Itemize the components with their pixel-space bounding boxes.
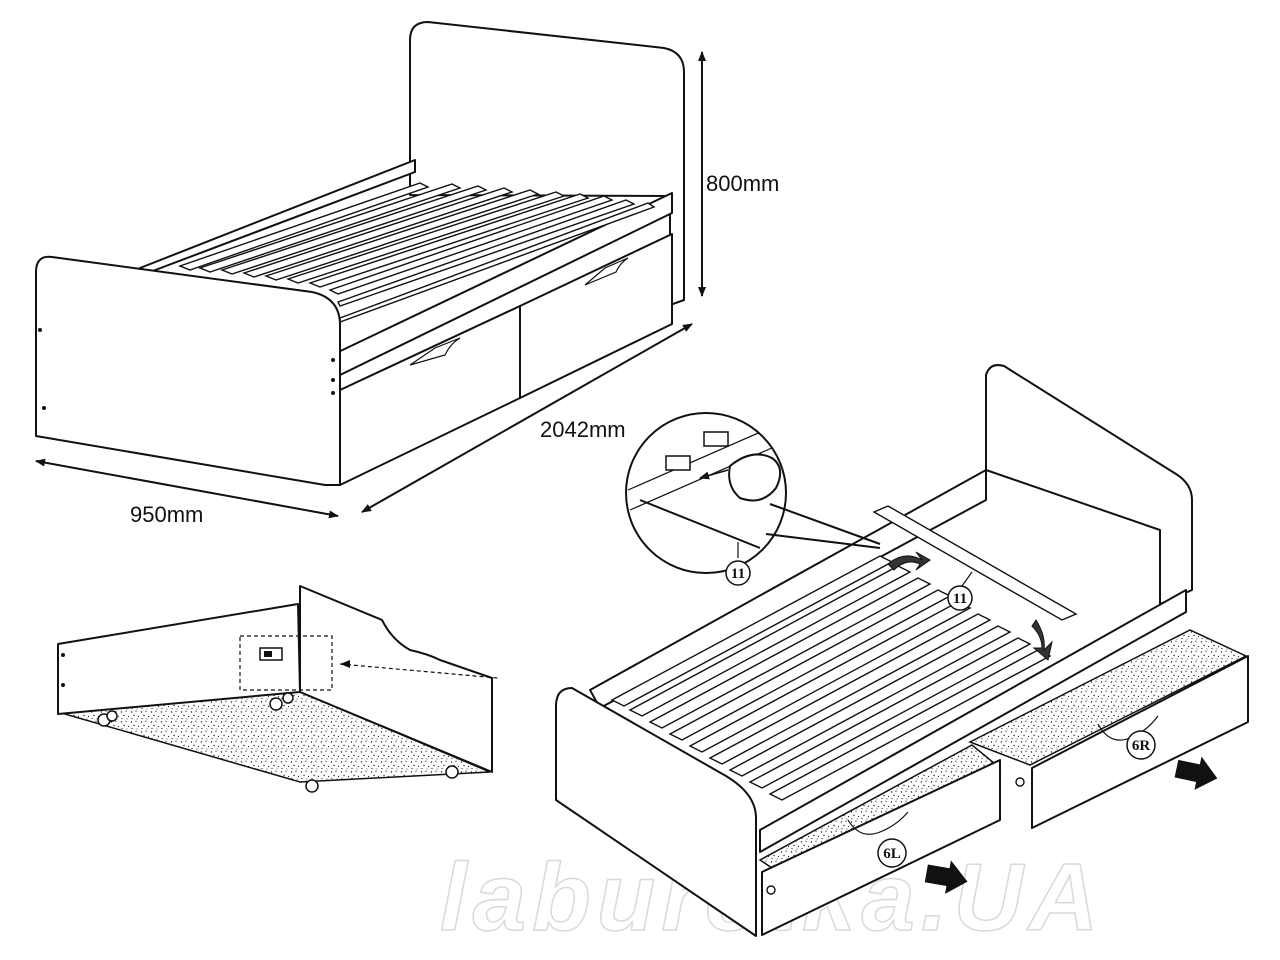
drawer-detail-drawing <box>57 585 499 793</box>
dimension-height: 800mm <box>698 51 779 297</box>
caster-wheel <box>97 692 459 793</box>
slat-group <box>177 182 656 324</box>
svg-text:11: 11 <box>953 591 967 607</box>
height-label: 800mm <box>706 171 779 196</box>
part-label-6R: 6R <box>1126 730 1156 760</box>
svg-text:11: 11 <box>731 566 745 582</box>
width-label: 950mm <box>130 502 203 527</box>
svg-text:6L: 6L <box>883 846 901 862</box>
detail-loupe <box>625 412 881 574</box>
drawer-front-panel <box>299 585 493 773</box>
bed-overview-drawing <box>35 21 685 486</box>
assembly-headboard <box>985 364 1193 605</box>
footboard <box>35 255 341 486</box>
loose-slat <box>872 505 1078 621</box>
assembly-footboard <box>555 687 757 937</box>
drawer-front-left <box>339 305 521 486</box>
part-label-6L: 6L <box>877 838 907 868</box>
part-label-11-detail: 11 <box>725 542 751 586</box>
svg-text:6R: 6R <box>1132 738 1151 754</box>
length-label: 2042mm <box>540 417 626 442</box>
part-label-11-main: 11 <box>947 571 973 611</box>
dimension-length: 2042mm <box>361 323 693 513</box>
headboard <box>409 21 685 306</box>
assembly-slats <box>610 555 1052 801</box>
dimension-width: 950mm <box>35 458 339 527</box>
